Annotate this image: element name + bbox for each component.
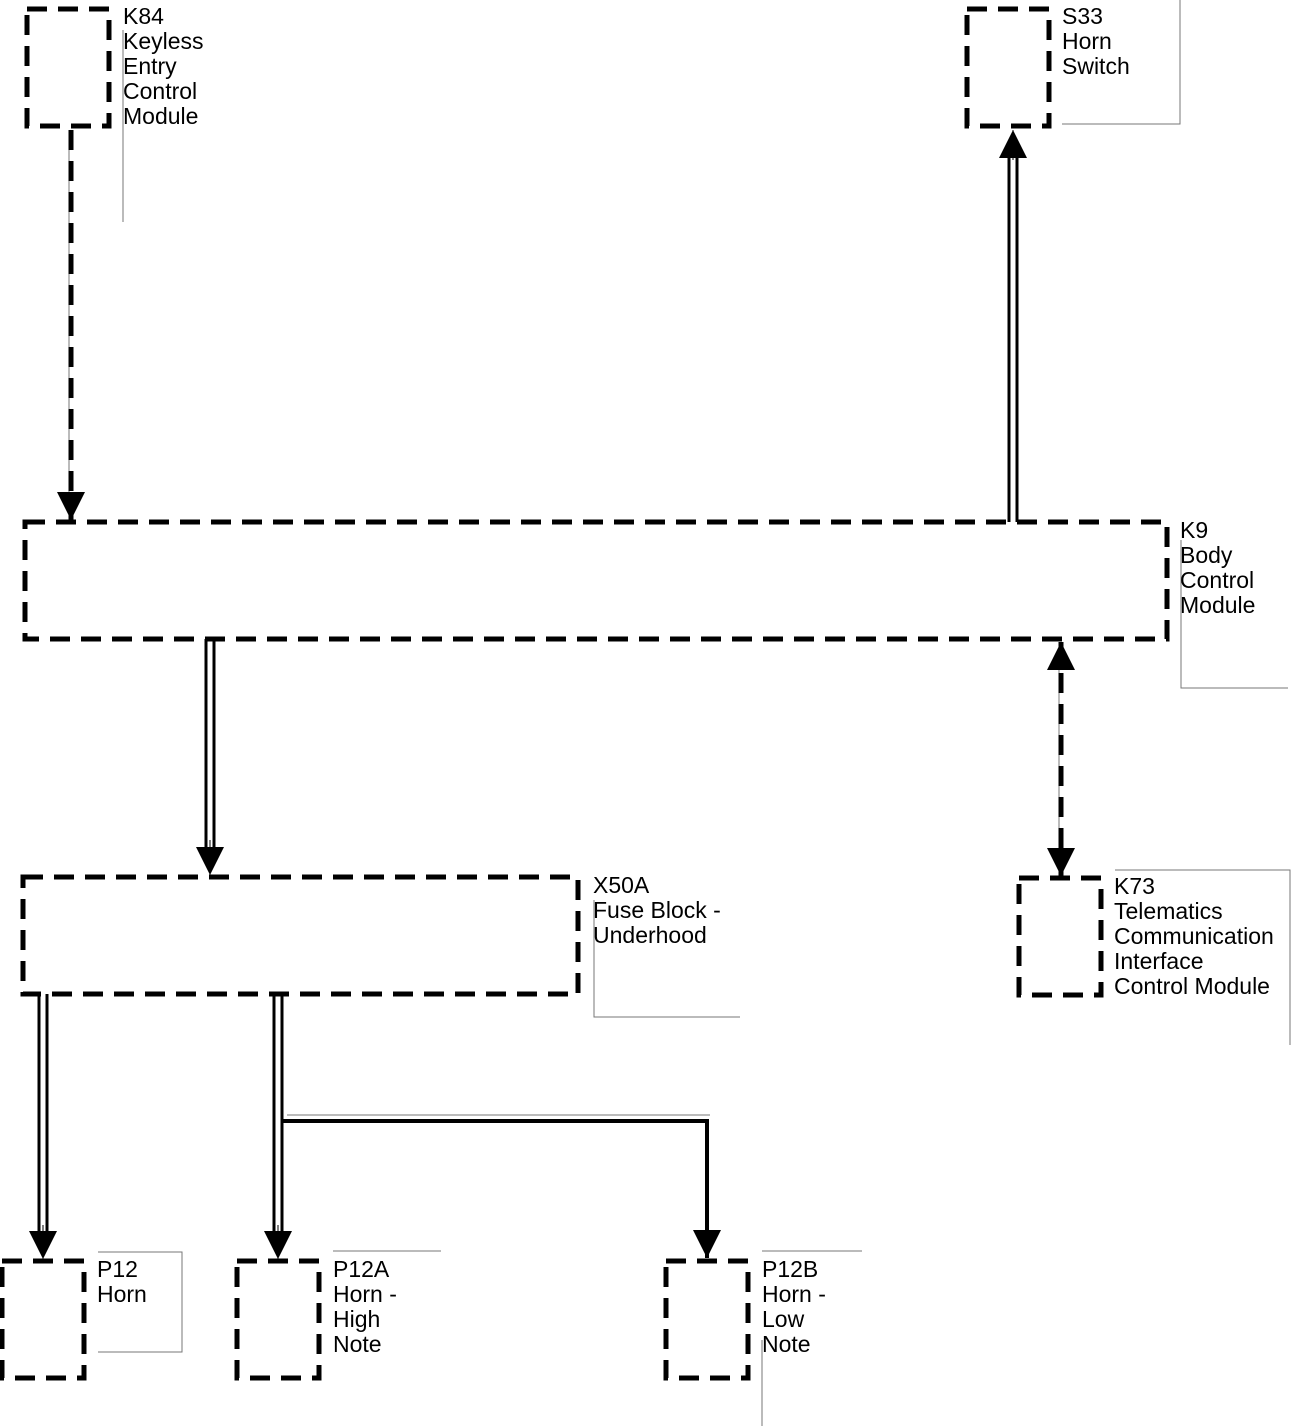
s33-label-line: Switch: [1062, 53, 1130, 79]
k84-label-line: K84: [123, 3, 164, 29]
k84-keyless-entry-module-box: [24, 6, 112, 129]
k9-label-line: Module: [1180, 592, 1255, 618]
k73-label-line: Control Module: [1114, 973, 1270, 999]
k9-body-control-module-box: [22, 519, 1170, 642]
k84-label-line: Entry: [123, 53, 177, 79]
label-callout-lines: [68, 0, 1291, 1426]
k84-label-line: Module: [123, 103, 198, 129]
p12a-label-line: Note: [333, 1331, 382, 1357]
p12b-label-line: Horn -: [762, 1281, 826, 1307]
p12a-horn-high-note-box: [234, 1258, 322, 1381]
p12a-label-line: Horn -: [333, 1281, 397, 1307]
k9-label-line: Control: [1180, 567, 1254, 593]
p12a-label-line: P12A: [333, 1256, 390, 1282]
p12b-label-line: Low: [762, 1306, 805, 1332]
s33-horn-switch-box: [964, 6, 1052, 129]
p12b-label-line: Note: [762, 1331, 811, 1357]
x50a-to-p12-connection: [29, 994, 57, 1259]
k73-label-line: K73: [1114, 873, 1155, 899]
x50a-fuse-block-box: [20, 874, 581, 997]
k73-label-line: Interface: [1114, 948, 1204, 974]
p12a-label-line: High: [333, 1306, 380, 1332]
x50a-to-p12b-connection: [282, 1119, 721, 1258]
x50a-label-line: X50A: [593, 872, 650, 898]
k73-telematics-module-box: [1016, 875, 1104, 998]
k9-label-line: Body: [1180, 542, 1233, 568]
p12-label-line: Horn: [97, 1281, 147, 1307]
p12b-horn-low-note-box: [663, 1258, 751, 1381]
s33-label-line: S33: [1062, 3, 1103, 29]
p12-horn-box: [0, 1258, 87, 1381]
x50a-label-line: Fuse Block -: [593, 897, 721, 923]
k84-label-line: Control: [123, 78, 197, 104]
k9-to-x50a-connection: [196, 639, 224, 875]
k84-label-line: Keyless: [123, 28, 204, 54]
p12b-label-line: P12B: [762, 1256, 818, 1282]
k9-label-line: K9: [1180, 517, 1208, 543]
x50a-to-p12a-connection: [264, 994, 292, 1259]
s33-label-line: Horn: [1062, 28, 1112, 54]
k73-label-line: Telematics: [1114, 898, 1223, 924]
x50a-label-line: Underhood: [593, 922, 707, 948]
p12-label-line: P12: [97, 1256, 138, 1282]
k9-to-s33-connection: [999, 130, 1027, 522]
k73-label-line: Communication: [1114, 923, 1274, 949]
